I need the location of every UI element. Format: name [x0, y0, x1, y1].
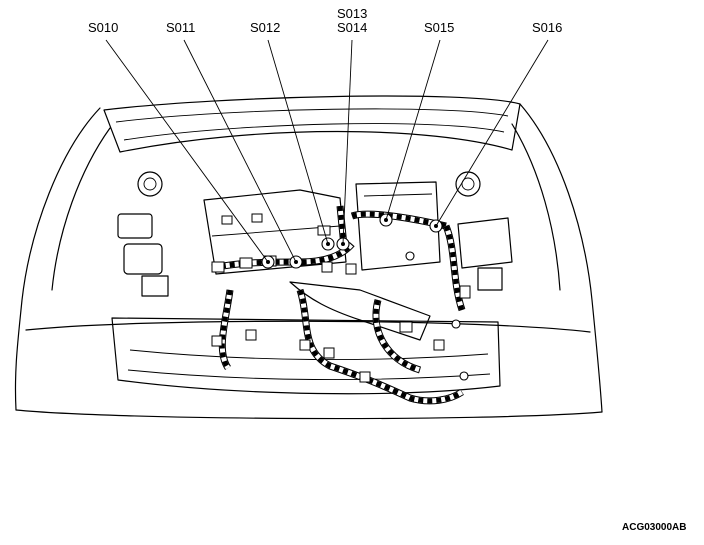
grille-line-1: [129, 349, 489, 361]
left-strut-cap: [143, 177, 157, 191]
ground-terminal-3: [459, 371, 469, 381]
right-strut-cap: [461, 177, 475, 191]
reservoir-lower: [123, 243, 163, 275]
label-s016: S016: [532, 20, 563, 35]
grille-line-2: [127, 369, 491, 381]
radiator-support: [111, 317, 501, 395]
hood-inner-line: [115, 108, 509, 123]
label-s014: S014: [337, 20, 368, 35]
leader-lines: [105, 39, 549, 263]
ground-terminal-2: [451, 319, 461, 329]
right-fender-inner: [511, 123, 561, 291]
reservoir-left: [117, 213, 153, 239]
relay-box: [141, 275, 169, 297]
front-bumper: [15, 409, 603, 420]
left-fender: [14, 107, 101, 411]
battery-top: [363, 193, 433, 197]
reference-code: ACG03000AB: [622, 522, 687, 533]
connectors: [211, 213, 471, 383]
battery: [355, 181, 441, 271]
wiring-harness: [211, 205, 466, 405]
ground-terminal: [405, 251, 415, 261]
left-fender-inner: [51, 127, 111, 291]
label-s011: S011: [166, 20, 196, 35]
label-s013: S013: [337, 6, 368, 21]
right-fender: [519, 103, 603, 413]
relay-right: [477, 267, 503, 291]
label-s015: S015: [424, 20, 455, 35]
right-strut-tower: [455, 171, 481, 197]
label-s012: S012: [250, 20, 281, 35]
left-strut-tower: [137, 171, 163, 197]
splice-points: [261, 213, 469, 381]
label-s010: S010: [88, 20, 119, 35]
fuse-box: [457, 217, 513, 269]
hood-outline: [103, 95, 521, 153]
